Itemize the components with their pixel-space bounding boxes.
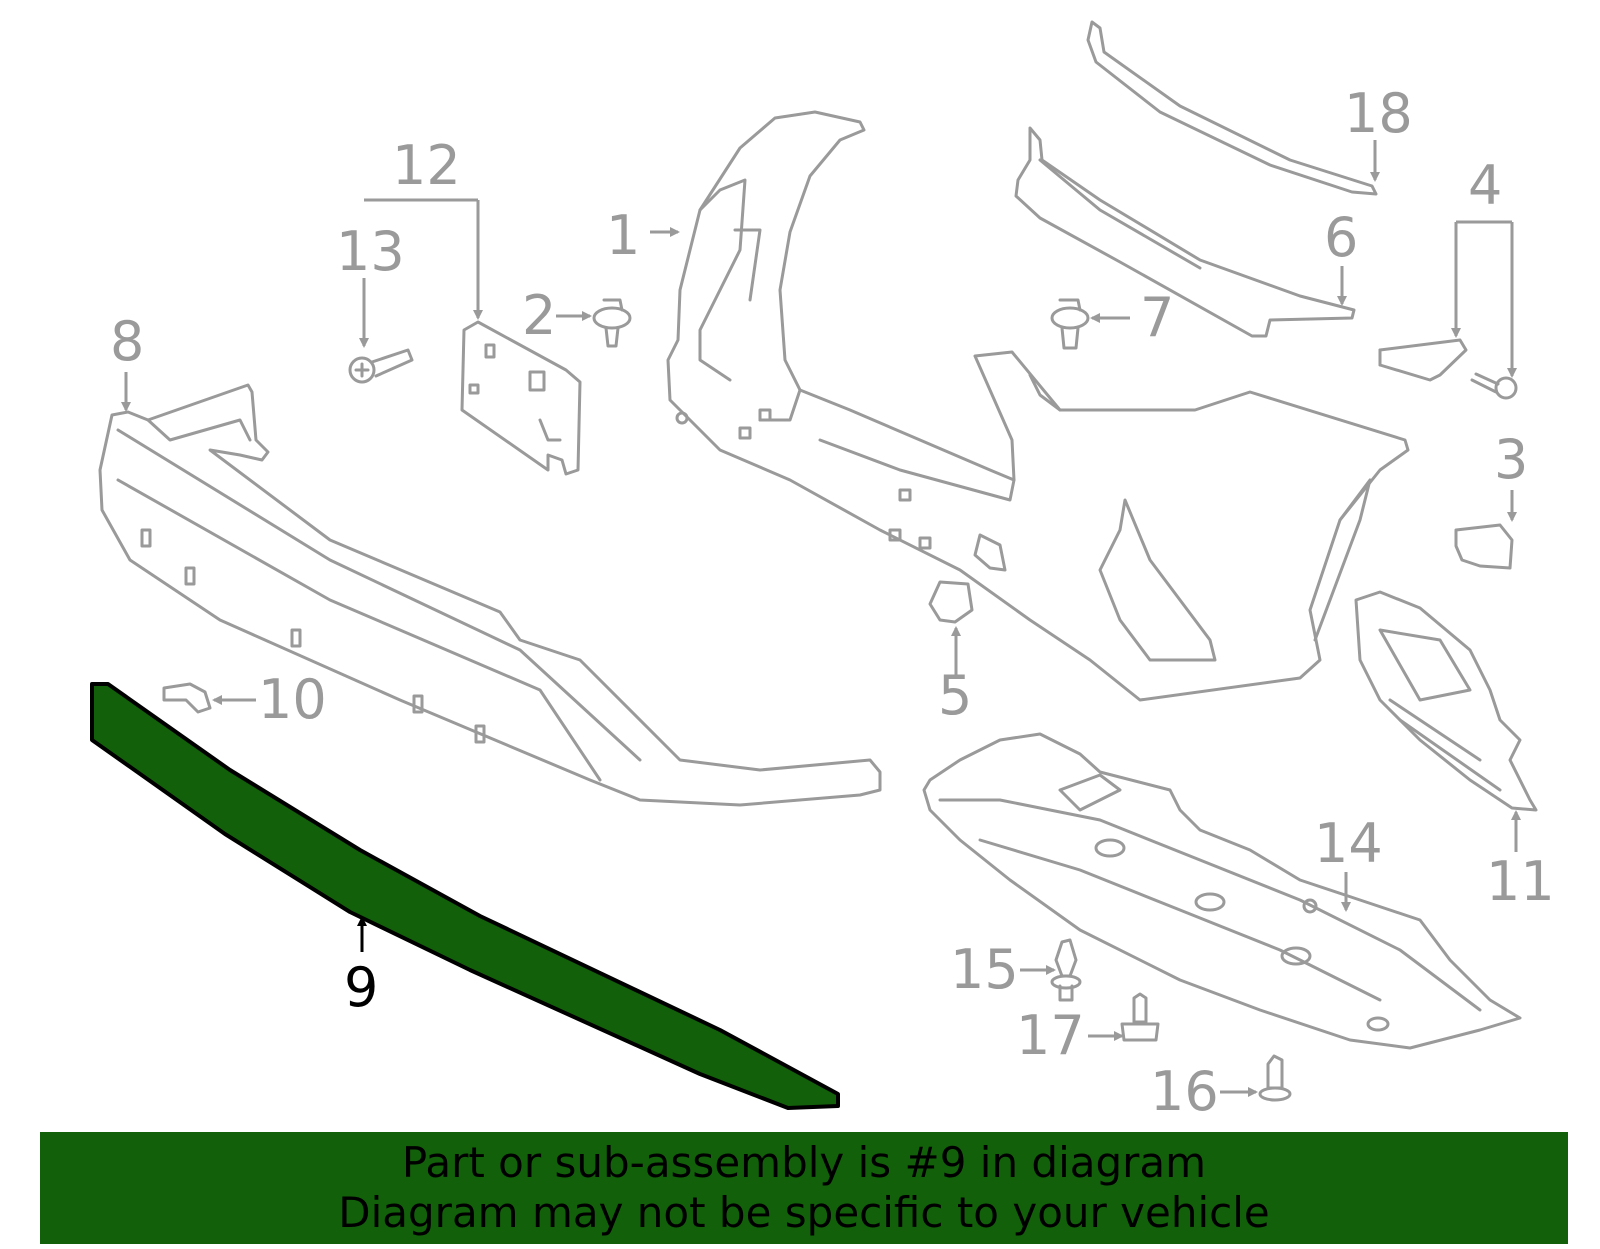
callout-12: 12 <box>392 134 461 197</box>
part-11-side-grille <box>1354 590 1538 812</box>
callout-numbers: 1 2 3 4 5 6 7 8 9 10 11 12 13 14 15 16 1… <box>110 82 1555 1123</box>
part-4-bracket <box>1378 338 1518 400</box>
banner-line-1: Part or sub-assembly is #9 in diagram <box>401 1138 1207 1187</box>
callout-13: 13 <box>336 220 405 283</box>
part-6-panel <box>1014 126 1356 338</box>
part-14-undercover <box>922 732 1522 1050</box>
callout-17: 17 <box>1016 1004 1085 1067</box>
callout-1: 1 <box>606 204 640 267</box>
part-5-clip <box>928 580 974 624</box>
part-1-bumper-cover <box>666 110 1410 702</box>
callout-4: 4 <box>1468 154 1502 217</box>
part-17-bolt <box>1120 992 1160 1042</box>
callout-9: 9 <box>344 956 378 1019</box>
part-13-bolt <box>348 348 414 384</box>
info-banner: Part or sub-assembly is #9 in diagram Di… <box>40 1132 1568 1244</box>
callout-6: 6 <box>1324 206 1358 269</box>
callout-14: 14 <box>1314 812 1383 875</box>
callout-16: 16 <box>1150 1060 1219 1123</box>
part-2-clip <box>592 298 632 348</box>
part-15-pin <box>1050 938 1082 1002</box>
banner-line-2: Diagram may not be specific to your vehi… <box>338 1188 1270 1237</box>
callout-10: 10 <box>258 668 327 731</box>
part-7-clip <box>1050 298 1090 350</box>
callout-7: 7 <box>1140 286 1174 349</box>
part-18-strip <box>1086 20 1378 196</box>
callout-3: 3 <box>1494 428 1528 491</box>
part-10-clip <box>162 682 212 714</box>
callout-11: 11 <box>1486 850 1555 913</box>
part-16-screw <box>1258 1054 1292 1102</box>
callout-15: 15 <box>950 938 1019 1001</box>
part-12-license-bracket <box>460 320 582 476</box>
leader-lines <box>121 140 1521 1097</box>
callout-18: 18 <box>1344 82 1413 145</box>
part-8-lower-valance <box>98 383 882 807</box>
callout-2: 2 <box>522 284 556 347</box>
part-9-lower-strip[interactable] <box>90 682 840 1110</box>
callout-8: 8 <box>110 310 144 373</box>
callout-5: 5 <box>938 664 972 727</box>
part-3-bracket <box>1454 523 1514 570</box>
